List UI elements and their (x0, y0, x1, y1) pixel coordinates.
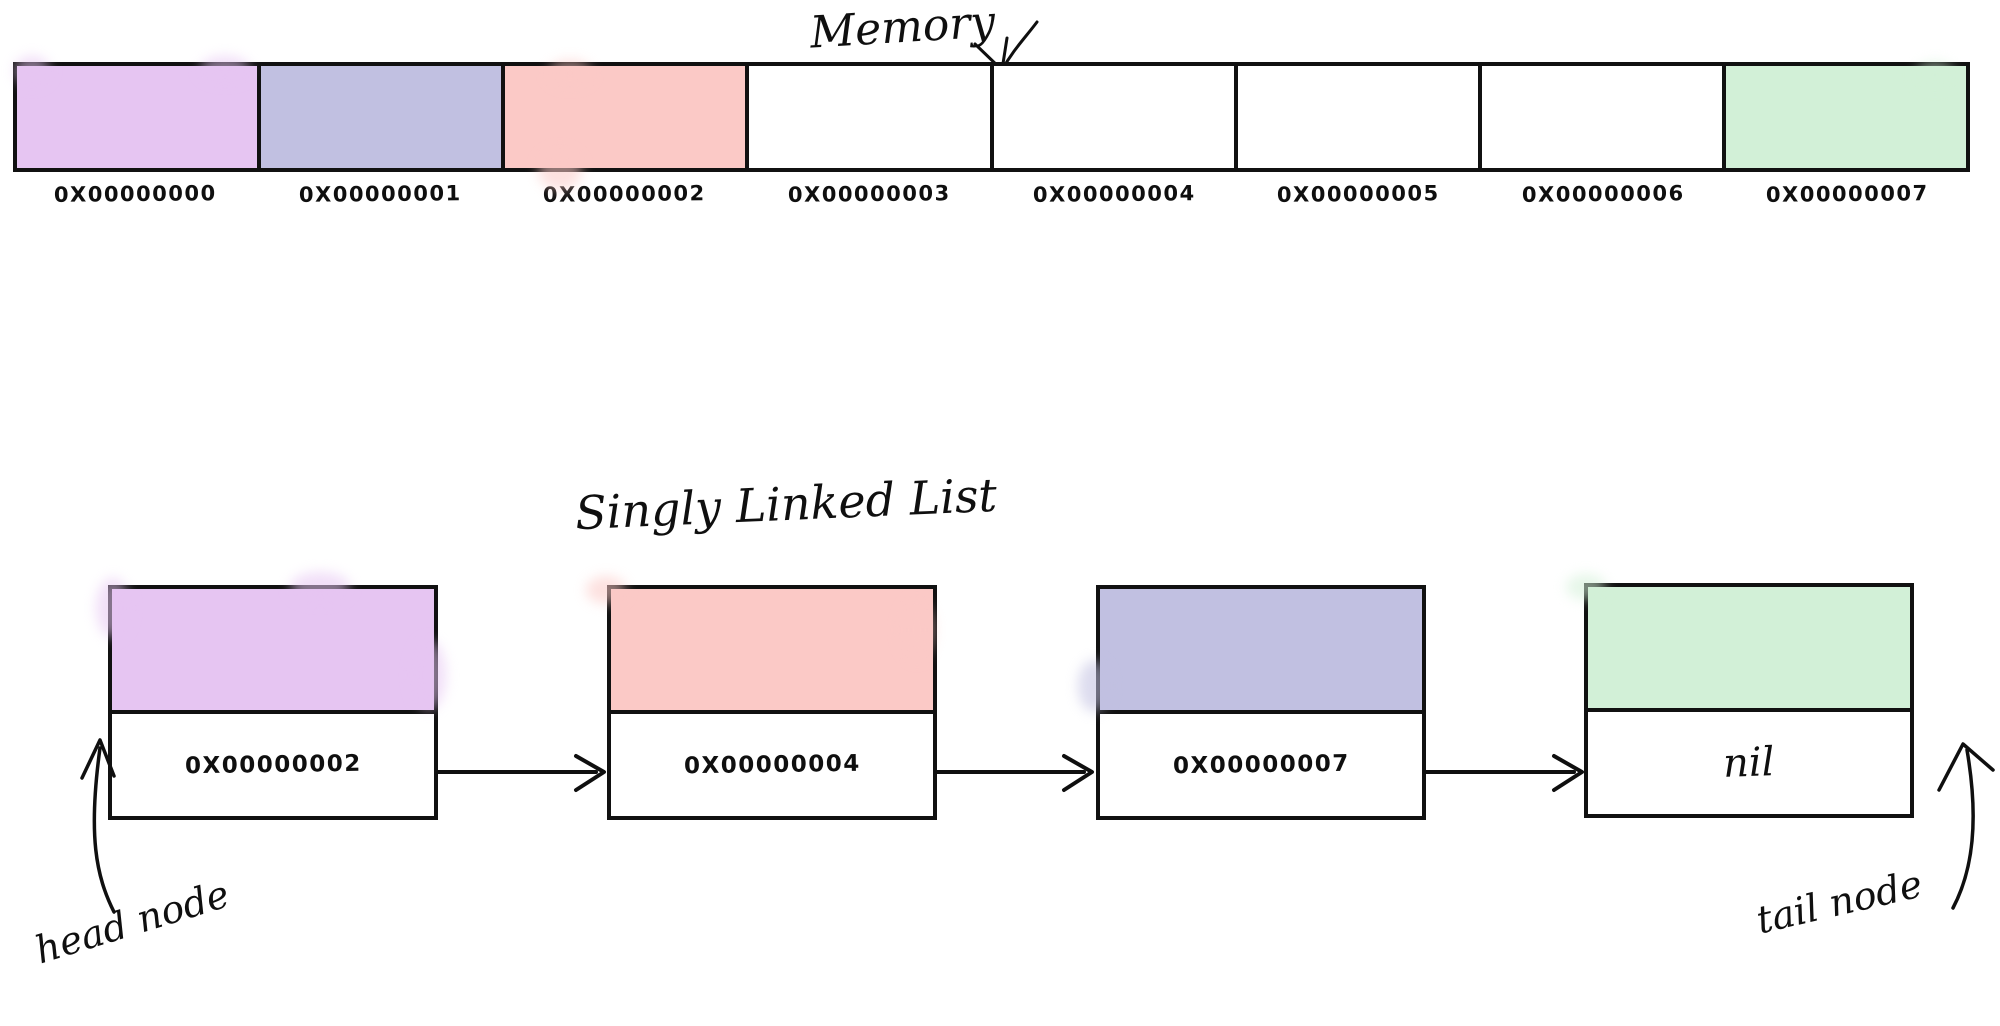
memory-cell[interactable] (993, 66, 1238, 168)
linked-list-title: Singly Linked List (574, 467, 999, 541)
next-pointer-arrow-icon (436, 754, 606, 792)
memory-address-label: 0X00000001 (298, 181, 462, 207)
memory-cell[interactable] (17, 66, 262, 168)
memory-address-label: 0X00000007 (1766, 181, 1930, 207)
list-node[interactable]: 0X00000007 (1096, 585, 1426, 820)
memory-address-labels: 0X00000000 0X00000001 0X00000002 0X00000… (13, 181, 1970, 216)
node-data-cell (1588, 587, 1910, 712)
head-node-pointer-arrow-icon (80, 738, 116, 914)
node-pointer-value: 0X00000007 (1172, 750, 1350, 780)
next-pointer-arrow-icon (934, 754, 1094, 792)
memory-cell[interactable] (1481, 66, 1726, 168)
memory-strip (13, 62, 1970, 172)
memory-address-label: 0X00000006 (1521, 181, 1685, 207)
list-node[interactable]: 0X00000004 (607, 585, 937, 820)
memory-address-label: 0X00000005 (1276, 181, 1440, 207)
next-pointer-arrow-icon (1422, 754, 1584, 792)
node-pointer-cell: 0X00000004 (611, 714, 933, 816)
tail-node-pointer-arrow-icon (1937, 742, 1995, 910)
node-pointer-value: nil (1722, 739, 1776, 787)
memory-cell[interactable] (1237, 66, 1482, 168)
node-data-cell (1100, 589, 1422, 714)
memory-address-label: 0X00000004 (1032, 181, 1196, 207)
node-data-cell (112, 589, 434, 714)
node-pointer-cell: nil (1588, 712, 1910, 814)
memory-cell[interactable] (505, 66, 750, 168)
memory-address-label: 0X00000003 (787, 181, 951, 207)
node-pointer-value: 0X00000004 (683, 750, 861, 780)
memory-cell[interactable] (261, 66, 506, 168)
memory-cell[interactable] (1725, 66, 1966, 168)
memory-address-label: 0X00000000 (53, 181, 217, 207)
node-data-cell (611, 589, 933, 714)
tail-node-label: tail node (1752, 861, 1927, 943)
node-pointer-value: 0X00000002 (184, 750, 362, 780)
list-node[interactable]: 0X00000002 (108, 585, 438, 820)
node-pointer-cell: 0X00000007 (1100, 714, 1422, 816)
list-node[interactable]: nil (1584, 583, 1914, 818)
memory-cell[interactable] (749, 66, 994, 168)
memory-address-label: 0X00000002 (543, 181, 707, 207)
